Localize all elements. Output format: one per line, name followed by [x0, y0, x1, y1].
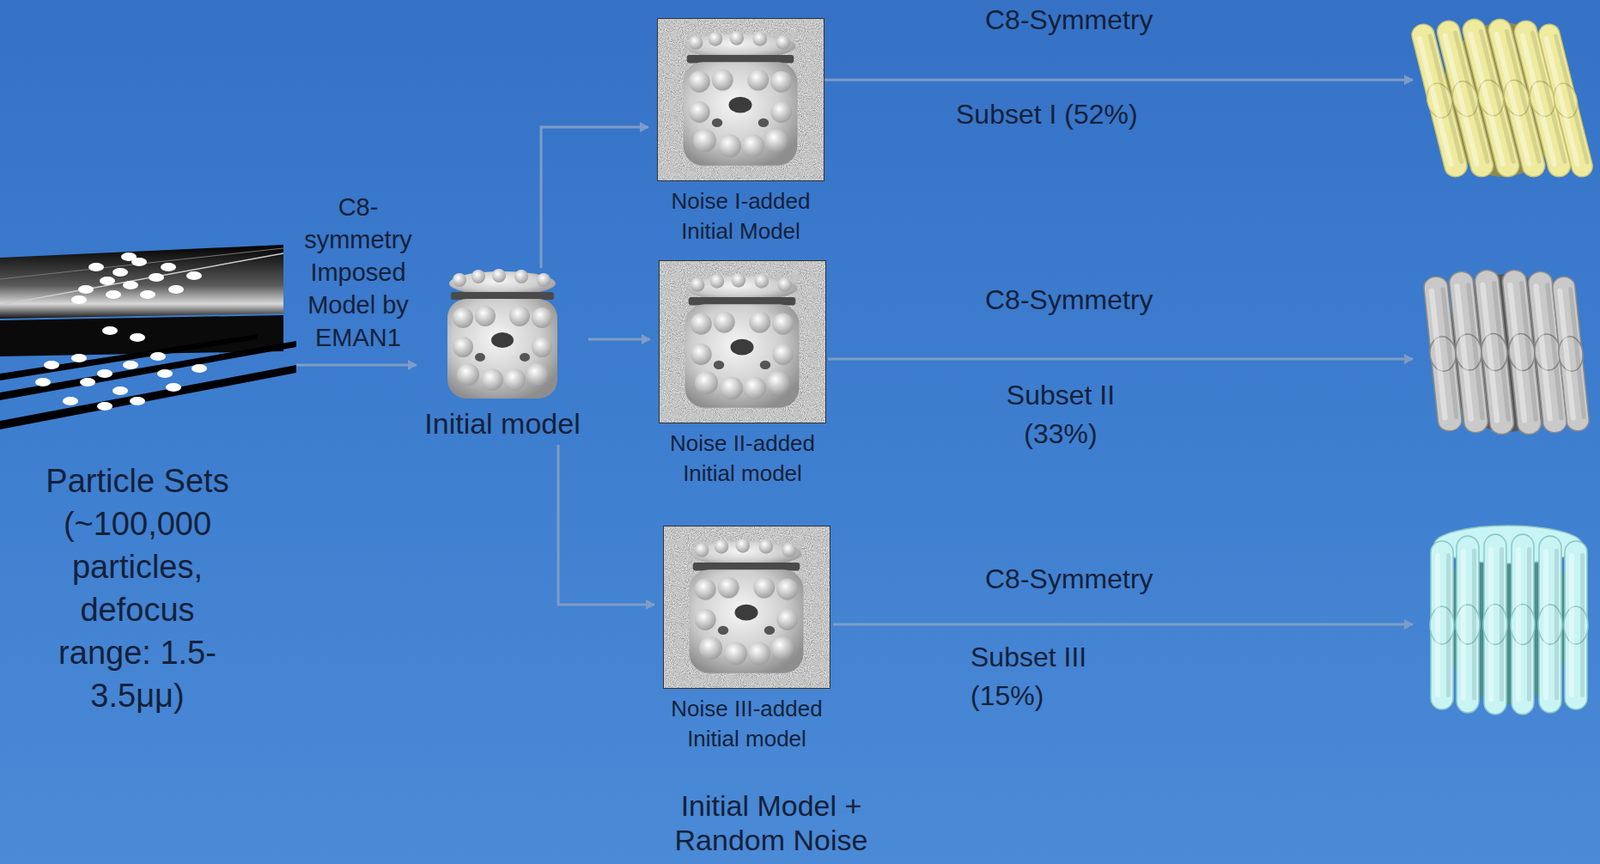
noisy-model-image [658, 260, 827, 424]
noisy-model-image [657, 18, 825, 182]
result-arrow [827, 358, 1413, 361]
particle-planes [0, 244, 297, 434]
node-label: Noise II-added Initial model [650, 428, 835, 489]
result-arrow [824, 79, 1413, 82]
text-label: C8-Symmetry [985, 562, 1154, 596]
text-label: C8-Symmetry [985, 283, 1154, 317]
result-arrow [833, 623, 1413, 627]
cyan-map [1429, 525, 1588, 715]
initial-model: Initial model [416, 267, 589, 445]
connector-arrow [588, 338, 651, 341]
connector-arrow [541, 127, 649, 268]
noise-model: Noise II-added Initial model [650, 257, 835, 489]
particle-set: Particle Sets (~100,000 particles, defoc… [0, 244, 297, 718]
node-label: Noise III-added Initial model [654, 693, 840, 755]
connector-arrow [296, 364, 417, 367]
gray-map [1422, 268, 1592, 436]
noisy-model-image [663, 525, 831, 689]
noise-model: Noise III-added Initial model [654, 523, 840, 755]
node-label: Noise I-added Initial Model [648, 186, 834, 247]
edge-label: C8- symmetry Imposed Model by EMAN1 [298, 190, 419, 354]
node-label: Particle Sets (~100,000 particles, defoc… [34, 459, 241, 718]
connector-arrow [558, 444, 655, 605]
noise-model: Noise I-added Initial Model [648, 15, 834, 247]
text-label: Initial Model + Random Noise [659, 788, 883, 858]
text-label: Subset III (15%) [970, 638, 1121, 716]
text-label: Subset II (33%) [991, 376, 1130, 454]
node-label: Initial model [416, 407, 589, 440]
text-label: Subset I (52%) [955, 97, 1138, 131]
yellow-map [1408, 16, 1595, 179]
model-map [442, 267, 563, 406]
text-label: C8-Symmetry [985, 3, 1154, 37]
